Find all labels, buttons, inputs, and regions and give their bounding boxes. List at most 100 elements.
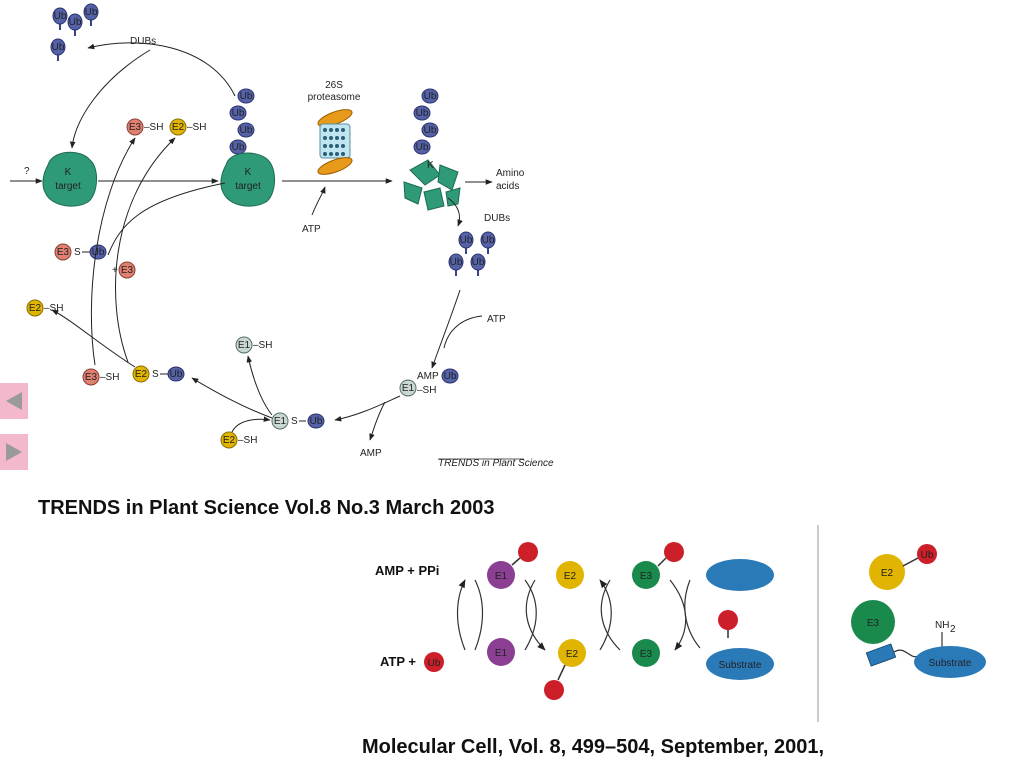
svg-text:K: K	[427, 160, 434, 171]
trends-source-tag: TRENDS in Plant Science	[438, 458, 554, 469]
svg-text:K: K	[245, 167, 252, 178]
svg-text:E2: E2	[881, 568, 894, 579]
svg-text:Ub: Ub	[450, 257, 463, 268]
amino-acids-label-1: Amino	[496, 168, 525, 179]
svg-text:Ub: Ub	[92, 247, 105, 258]
svg-text:E1: E1	[402, 383, 415, 394]
svg-text:Ub: Ub	[170, 369, 183, 380]
svg-text:E2: E2	[135, 369, 148, 380]
triangle-left-icon	[6, 392, 22, 410]
svg-text:E1: E1	[495, 571, 508, 582]
triangle-right-icon	[6, 443, 22, 461]
e2-sh-bottom: E2 –SH	[220, 431, 257, 449]
next-slide-button[interactable]	[0, 434, 28, 470]
amp-bottom-label: AMP	[360, 448, 382, 459]
e1-amp-ub-complex: AMP E1 –SH Ub	[399, 368, 459, 397]
svg-text:NH: NH	[935, 620, 949, 631]
atp-right-label: ATP	[487, 314, 506, 325]
svg-text:Ub: Ub	[232, 108, 245, 119]
proteasome-26s	[317, 109, 353, 175]
svg-text:Ub: Ub	[444, 371, 457, 382]
svg-text:S: S	[291, 416, 298, 427]
e2-sh-left: E2 –SH	[26, 299, 63, 317]
ubiquitin-chain-on-target: Ub Ub Ub Ub	[229, 88, 255, 155]
svg-text:AMP: AMP	[417, 371, 439, 382]
svg-text:–SH: –SH	[144, 122, 163, 133]
svg-text:Ub: Ub	[424, 91, 437, 102]
svg-text:Ub: Ub	[921, 550, 934, 561]
svg-text:E2: E2	[172, 122, 185, 133]
svg-text:E3: E3	[121, 265, 134, 276]
e1-s-ub: E1 S Ub	[271, 412, 325, 430]
svg-text:Ub: Ub	[232, 142, 245, 153]
svg-text:Ub: Ub	[310, 416, 323, 427]
e3-sh-bottom: E3 –SH	[82, 368, 119, 386]
previous-slide-button[interactable]	[0, 383, 28, 419]
e1-e2-e3-cascade-diagram: AMP + PPi ATP + Ub E1 E1 E2 E2 E3 E3	[375, 542, 774, 700]
svg-text:E3: E3	[640, 649, 653, 660]
bottom-figure-caption: Molecular Cell, Vol. 8, 499–504, Septemb…	[362, 736, 825, 758]
ubiquitin-chain-degraded: Ub Ub Ub Ub	[413, 88, 439, 155]
svg-text:E3: E3	[867, 618, 880, 629]
svg-text:Ub: Ub	[85, 7, 98, 18]
svg-text:K: K	[65, 167, 72, 178]
dubs-to-target-arrow	[69, 49, 151, 149]
svg-text:–SH: –SH	[100, 372, 119, 383]
svg-text:E1: E1	[274, 416, 287, 427]
amino-acids-label-2: acids	[496, 181, 519, 192]
atp-proteasome-label: ATP	[302, 224, 321, 235]
free-ubiquitin-cluster-top: Ub Ub Ub Ub	[50, 3, 99, 62]
svg-text:Ub: Ub	[416, 108, 429, 119]
svg-text:target: target	[55, 181, 81, 192]
e1-sh-bottom: E1 –SH	[235, 336, 272, 354]
svg-text:E3: E3	[129, 122, 142, 133]
e3-s-ub: E3 S Ub	[54, 243, 107, 261]
e2-s-ub: E2 S Ub	[132, 365, 185, 383]
svg-text:Ub: Ub	[482, 235, 495, 246]
svg-text:E3: E3	[85, 372, 98, 383]
e2-sh-top: E2 –SH	[169, 118, 206, 136]
k-target-protein-1: K target	[42, 151, 97, 207]
svg-text:E3: E3	[640, 571, 653, 582]
k-target-protein-2: K target	[220, 152, 275, 207]
svg-text:2: 2	[950, 624, 956, 635]
unknown-input-label: ?	[24, 166, 30, 177]
amp-ppi-label: AMP + PPi	[375, 563, 439, 578]
svg-text:E3: E3	[57, 247, 70, 258]
svg-text:Substrate: Substrate	[719, 660, 762, 671]
svg-text:–SH: –SH	[417, 385, 436, 396]
top-figure-caption: TRENDS in Plant Science Vol.8 No.3 March…	[38, 497, 495, 519]
svg-text:Ub: Ub	[54, 11, 67, 22]
svg-text:–SH: –SH	[238, 435, 257, 446]
degraded-target-fragments: K	[403, 159, 461, 211]
svg-text:Substrate: Substrate	[929, 658, 972, 669]
svg-text:Ub: Ub	[460, 235, 473, 246]
plus-e3: + E3	[112, 261, 136, 279]
svg-text:–SH: –SH	[253, 340, 272, 351]
svg-text:E2: E2	[564, 571, 577, 582]
svg-text:Ub: Ub	[52, 42, 65, 53]
svg-text:Ub: Ub	[472, 257, 485, 268]
proteasome-label-2: proteasome	[308, 92, 361, 103]
dubs-right-label: DUBs	[484, 213, 510, 224]
svg-text:Ub: Ub	[69, 17, 82, 28]
svg-text:S: S	[74, 247, 81, 258]
svg-text:–SH: –SH	[187, 122, 206, 133]
e3-sh-top: E3 –SH	[126, 118, 163, 136]
svg-text:target: target	[235, 181, 261, 192]
svg-text:E1: E1	[495, 648, 508, 659]
svg-text:–SH: –SH	[44, 303, 63, 314]
svg-text:E2: E2	[566, 649, 579, 660]
svg-text:+: +	[112, 265, 118, 276]
e3-substrate-complex-diagram: E2 Ub E3 NH 2 Substrate	[851, 544, 986, 678]
free-ubiquitin-cluster-right: Ub Ub Ub Ub	[448, 231, 496, 277]
svg-text:Ub: Ub	[424, 125, 437, 136]
svg-text:E2: E2	[223, 435, 236, 446]
svg-text:E2: E2	[29, 303, 42, 314]
dubs-recycle-arrow	[87, 42, 236, 97]
dubs-top-label: DUBs	[130, 36, 156, 47]
atp-plus-label: ATP +	[380, 654, 416, 669]
svg-text:E1: E1	[238, 340, 251, 351]
svg-text:Ub: Ub	[240, 91, 253, 102]
